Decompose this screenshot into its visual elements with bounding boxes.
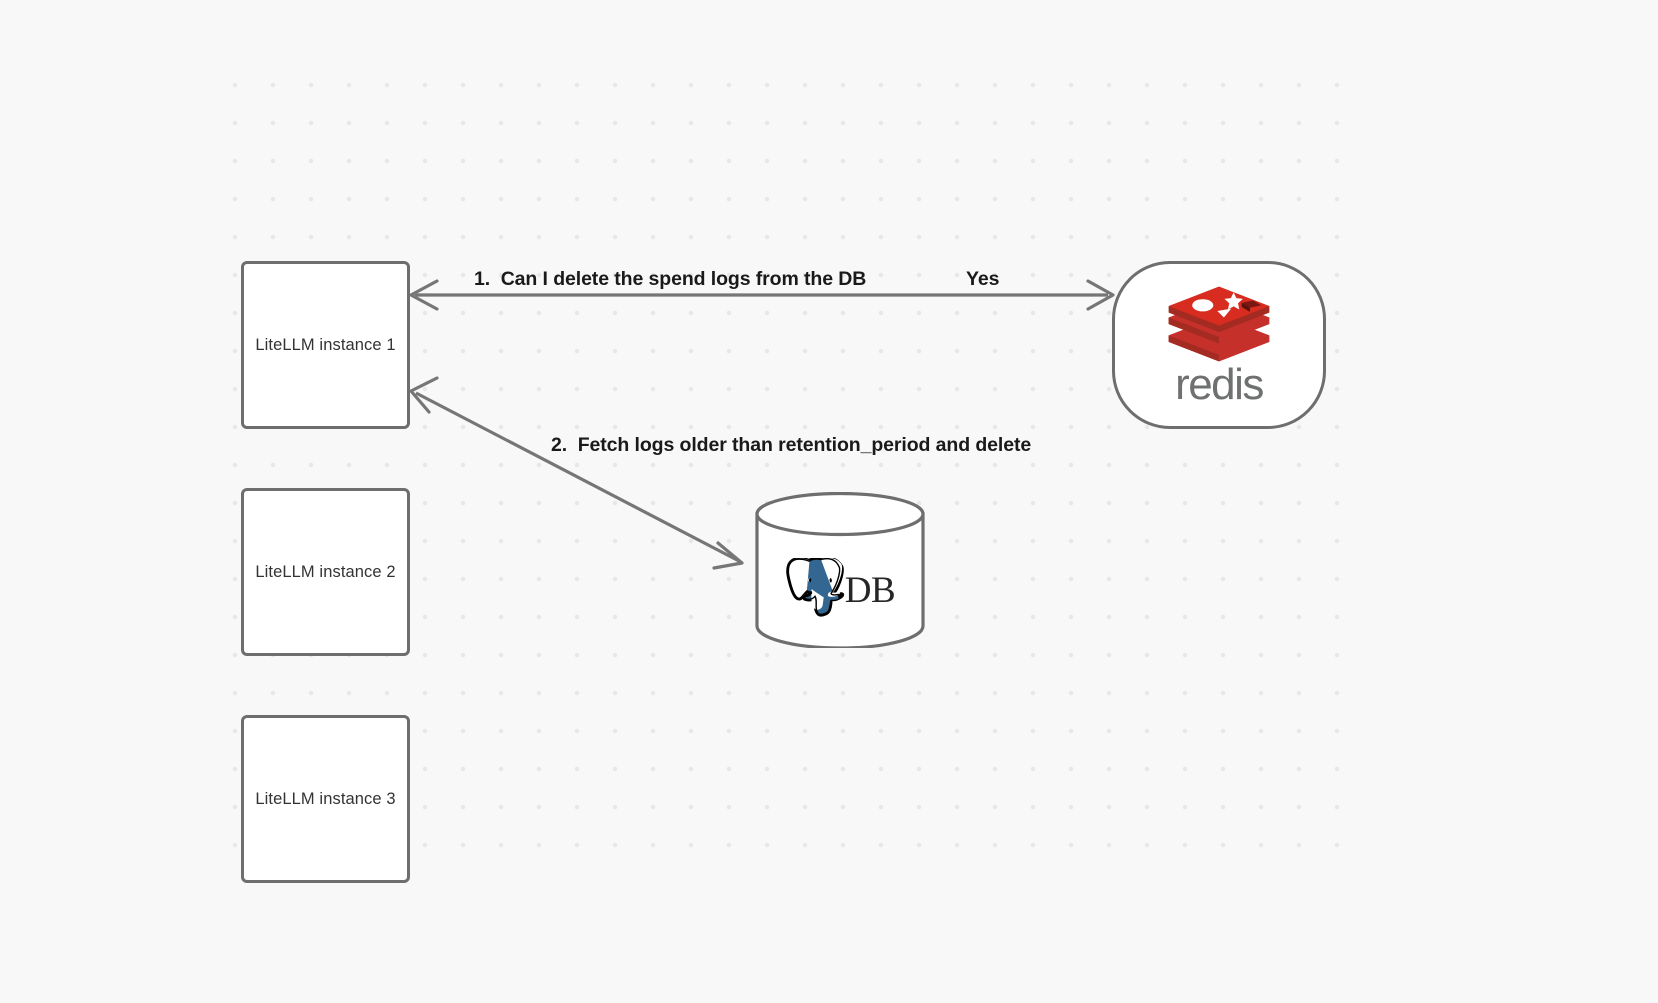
redis-wordmark: redis [1175,360,1264,409]
arrowhead-right-icon [1086,279,1115,311]
db-label: DB [844,569,896,611]
postgresql-elephant-icon [786,558,844,617]
arrowhead-upleft-icon [409,376,439,414]
node-label: LiteLLM instance 2 [255,562,396,581]
edge-label-question: 1. Can I delete the spend logs from the … [474,268,867,290]
edge-label-answer: Yes [966,268,1000,290]
node-litellm-instance-2[interactable]: LiteLLM instance 2 [241,488,410,656]
redis-logo-icon [1168,286,1270,362]
node-label: LiteLLM instance 3 [255,789,396,808]
node-redis[interactable]: redis [1112,261,1326,429]
edge-litellm1-redis[interactable] [409,279,1115,311]
arrowhead-left-icon [409,279,439,311]
node-litellm-instance-3[interactable]: LiteLLM instance 3 [241,715,410,883]
node-database[interactable]: DB [754,492,926,648]
edge-label-fetch-delete: 2. Fetch logs older than retention_perio… [551,434,1032,456]
edge-litellm1-db[interactable] [409,376,744,570]
node-label: LiteLLM instance 1 [255,335,396,354]
node-litellm-instance-1[interactable]: LiteLLM instance 1 [241,261,410,429]
arrowhead-downright-icon [712,541,744,570]
